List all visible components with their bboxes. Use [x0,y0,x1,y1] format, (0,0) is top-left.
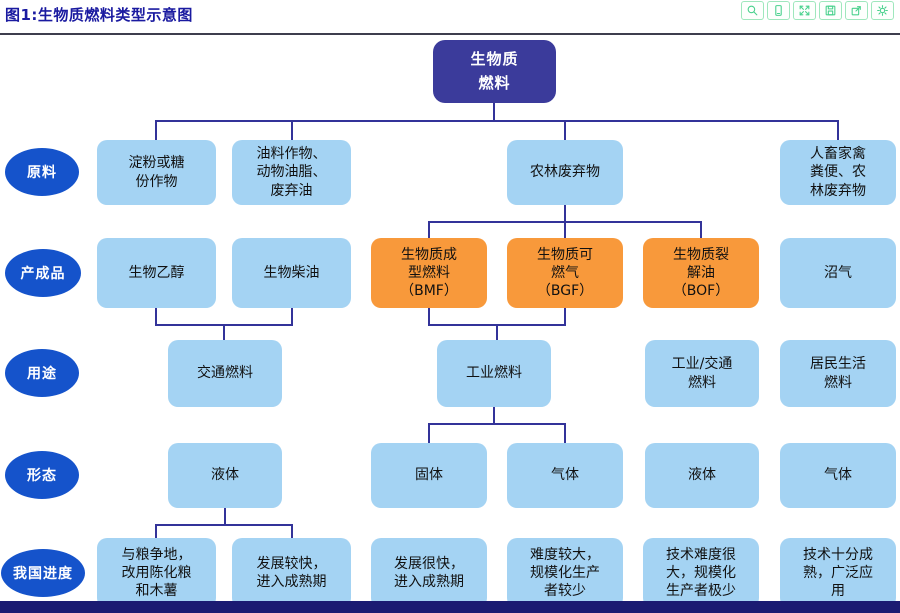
connector-line [496,324,498,340]
node-agroforestry-waste: 农林废弃物 [507,140,623,205]
node-form-liquid-1: 液体 [168,443,282,508]
node-progress-biogas: 技术十分成 熟，广泛应 用 [780,538,896,608]
connector-line [428,221,430,238]
connector-line [155,524,157,538]
connector-line [564,205,566,223]
node-progress-bmf: 发展很快， 进入成熟期 [371,538,487,608]
connector-line [224,508,226,526]
connector-line [564,308,566,326]
connector-line [155,120,839,122]
connector-line [291,120,293,140]
node-industrial-transport-fuel: 工业/交通 燃料 [645,340,759,407]
connector-line [700,221,702,238]
node-bio-ethanol: 生物乙醇 [97,238,216,308]
connector-line [155,308,157,326]
node-residential-fuel: 居民生活 燃料 [780,340,896,407]
node-progress-bgf: 难度较大， 规模化生产 者较少 [507,538,623,608]
row-label-products: 产成品 [5,249,81,297]
node-form-gas-2: 气体 [780,443,896,508]
connector-line [428,423,566,425]
device-icon[interactable] [767,1,790,20]
bottom-bar [0,601,900,613]
node-oil-crops: 油料作物、 动物油脂、 废弃油 [232,140,351,205]
node-manure-waste: 人畜家禽 粪便、农 林废弃物 [780,140,896,205]
node-bio-diesel: 生物柴油 [232,238,351,308]
node-form-liquid-2: 液体 [645,443,759,508]
row-label-uses: 用途 [5,349,79,397]
connector-line [428,423,430,443]
connector-line [155,524,293,526]
node-transport-fuel: 交通燃料 [168,340,282,407]
zoom-icon[interactable] [741,1,764,20]
connector-line [493,103,495,122]
node-bgf: 生物质可 燃气 （BGF） [507,238,623,308]
page-title: 图1:生物质燃料类型示意图 [5,6,193,24]
row-label-forms: 形态 [5,451,79,499]
node-bmf: 生物质成 型燃料 （BMF） [371,238,487,308]
connector-line [493,407,495,425]
settings-icon[interactable] [871,1,894,20]
node-progress-diesel: 发展较快， 进入成熟期 [232,538,351,608]
save-icon[interactable] [819,1,842,20]
node-root-biomass-fuel: 生物质 燃料 [433,40,556,103]
connector-line [564,120,566,140]
node-bof: 生物质裂 解油 （BOF） [643,238,759,308]
node-industrial-fuel: 工业燃料 [437,340,551,407]
row-label-raw-materials: 原料 [5,148,79,196]
node-progress-bof: 技术难度很 大，规模化 生产者极少 [643,538,759,608]
connector-line [428,308,430,326]
node-progress-ethanol: 与粮争地， 改用陈化粮 和木薯 [97,538,216,608]
node-starch-sugar-crops: 淀粉或糖 份作物 [97,140,216,205]
row-label-progress: 我国进度 [1,549,85,597]
export-icon[interactable] [845,1,868,20]
connector-line [223,324,225,340]
expand-icon[interactable] [793,1,816,20]
connector-line [155,120,157,140]
connector-line [291,308,293,326]
connector-line [564,423,566,443]
connector-line [564,221,566,238]
title-divider [0,33,900,35]
node-form-gas-1: 气体 [507,443,623,508]
node-biogas: 沼气 [780,238,896,308]
connector-line [291,524,293,538]
connector-line [837,120,839,140]
node-form-solid: 固体 [371,443,487,508]
figure-toolbar [741,1,894,20]
